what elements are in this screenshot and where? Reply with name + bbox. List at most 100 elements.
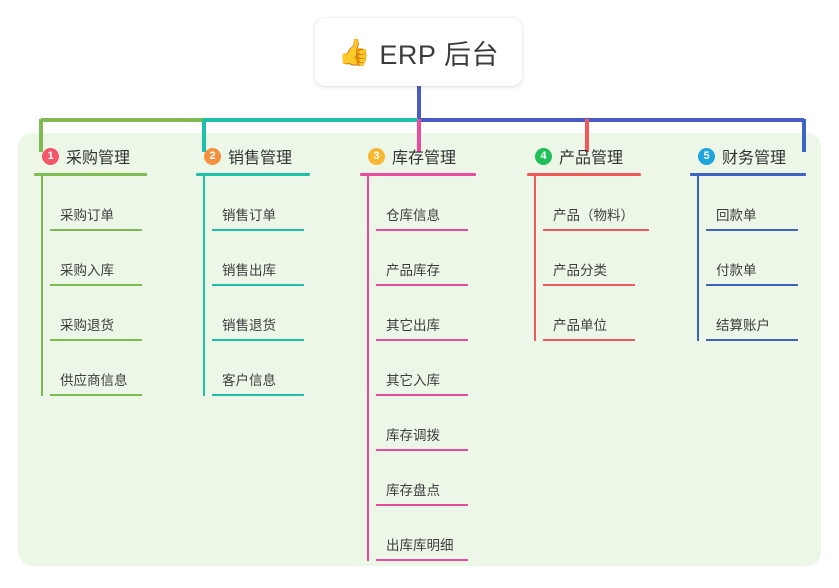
item-rule: [706, 229, 798, 231]
branch-items-5: 回款单 付款单 结算账户: [690, 176, 806, 341]
list-item[interactable]: 供应商信息: [50, 341, 147, 396]
item-rule: [376, 339, 468, 341]
item-rule: [376, 284, 468, 286]
item-label: 产品（物料）: [553, 208, 634, 223]
branch-spine-1: [41, 176, 43, 396]
item-rule: [212, 394, 304, 396]
branch-rule-4: [527, 173, 641, 176]
list-item[interactable]: 库存盘点: [376, 451, 476, 506]
list-item[interactable]: 产品（物料）: [543, 176, 649, 231]
branch-header-1[interactable]: 1 采购管理: [34, 143, 147, 169]
branch-header-2[interactable]: 2 销售管理: [196, 143, 310, 169]
item-rule: [376, 229, 468, 231]
item-label: 销售退货: [222, 318, 276, 333]
item-label: 供应商信息: [60, 373, 128, 388]
item-label: 采购退货: [60, 318, 114, 333]
branch-items-2: 销售订单 销售出库 销售退货 客户信息: [196, 176, 310, 396]
branch-spine-5: [697, 176, 699, 341]
branch-header-3[interactable]: 3 库存管理: [360, 143, 476, 169]
item-label: 产品单位: [553, 318, 607, 333]
branch-header-4[interactable]: 4 产品管理: [527, 143, 641, 169]
thumbs-up-icon: 👍: [338, 37, 371, 67]
branch-header-5[interactable]: 5 财务管理: [690, 143, 806, 169]
item-rule: [212, 284, 304, 286]
branch-items-1: 采购订单 采购入库 采购退货 供应商信息: [34, 176, 147, 396]
branch-column-1: 1 采购管理 采购订单 采购入库 采购退货 供应商信息: [34, 143, 147, 396]
branch-badge-5: 5: [698, 147, 715, 165]
list-item[interactable]: 付款单: [706, 231, 806, 286]
item-rule: [50, 229, 142, 231]
branch-badge-3: 3: [368, 147, 385, 165]
branch-rule-5: [690, 173, 806, 176]
list-item[interactable]: 销售订单: [212, 176, 310, 231]
branch-badge-1: 1: [42, 147, 59, 165]
list-item[interactable]: 客户信息: [212, 341, 310, 396]
branch-title-3: 库存管理: [392, 150, 457, 167]
branch-panel-background: [18, 133, 821, 566]
root-node[interactable]: 👍 ERP 后台: [315, 18, 522, 86]
branch-title-5: 财务管理: [722, 150, 787, 167]
page-title: ERP 后台: [379, 39, 499, 70]
branch-badge-4: 4: [535, 147, 552, 165]
branch-rule-3: [360, 173, 476, 176]
item-rule: [50, 394, 142, 396]
item-label: 产品库存: [386, 263, 440, 278]
item-label: 销售订单: [222, 208, 276, 223]
list-item[interactable]: 销售退货: [212, 286, 310, 341]
item-rule: [543, 339, 635, 341]
list-item[interactable]: 回款单: [706, 176, 806, 231]
list-item[interactable]: 采购订单: [50, 176, 147, 231]
item-rule: [706, 284, 798, 286]
item-rule: [376, 559, 468, 561]
item-label: 客户信息: [222, 373, 276, 388]
item-label: 产品分类: [553, 263, 607, 278]
list-item[interactable]: 结算账户: [706, 286, 806, 341]
item-label: 采购入库: [60, 263, 114, 278]
branch-spine-4: [534, 176, 536, 341]
item-label: 回款单: [716, 208, 757, 223]
item-label: 仓库信息: [386, 208, 440, 223]
branch-column-3: 3 库存管理 仓库信息 产品库存 其它出库 其它入库 库存调拨: [360, 143, 476, 561]
item-rule: [212, 339, 304, 341]
branch-column-2: 2 销售管理 销售订单 销售出库 销售退货 客户信息: [196, 143, 310, 396]
item-rule: [543, 229, 649, 231]
branch-rule-1: [34, 173, 147, 176]
list-item[interactable]: 销售出库: [212, 231, 310, 286]
item-label: 结算账户: [716, 318, 770, 333]
branch-items-3: 仓库信息 产品库存 其它出库 其它入库 库存调拨 库存盘点: [360, 176, 476, 561]
item-rule: [50, 339, 142, 341]
list-item[interactable]: 产品单位: [543, 286, 641, 341]
list-item[interactable]: 其它出库: [376, 286, 476, 341]
item-label: 采购订单: [60, 208, 114, 223]
branch-title-2: 销售管理: [228, 150, 293, 167]
item-label: 库存调拨: [386, 428, 440, 443]
branch-column-4: 4 产品管理 产品（物料） 产品分类 产品单位: [527, 143, 649, 341]
list-item[interactable]: 采购入库: [50, 231, 147, 286]
item-label: 其它出库: [386, 318, 440, 333]
item-rule: [376, 504, 468, 506]
branch-spine-2: [203, 176, 205, 396]
item-label: 出库库明细: [386, 538, 454, 553]
list-item[interactable]: 出库库明细: [376, 506, 476, 561]
item-rule: [706, 339, 798, 341]
branch-badge-2: 2: [204, 147, 221, 165]
branch-title-1: 采购管理: [66, 150, 131, 167]
item-rule: [212, 229, 304, 231]
branch-title-4: 产品管理: [559, 150, 624, 167]
list-item[interactable]: 产品分类: [543, 231, 641, 286]
item-rule: [376, 449, 468, 451]
branch-column-5: 5 财务管理 回款单 付款单 结算账户: [690, 143, 806, 341]
list-item[interactable]: 采购退货: [50, 286, 147, 341]
item-label: 付款单: [716, 263, 757, 278]
list-item[interactable]: 产品库存: [376, 231, 476, 286]
branch-items-4: 产品（物料） 产品分类 产品单位: [527, 176, 649, 341]
branch-rule-2: [196, 173, 310, 176]
item-label: 销售出库: [222, 263, 276, 278]
item-label: 其它入库: [386, 373, 440, 388]
branch-spine-3: [367, 176, 369, 561]
list-item[interactable]: 仓库信息: [376, 176, 476, 231]
list-item[interactable]: 其它入库: [376, 341, 476, 396]
item-rule: [543, 284, 635, 286]
list-item[interactable]: 库存调拨: [376, 396, 476, 451]
